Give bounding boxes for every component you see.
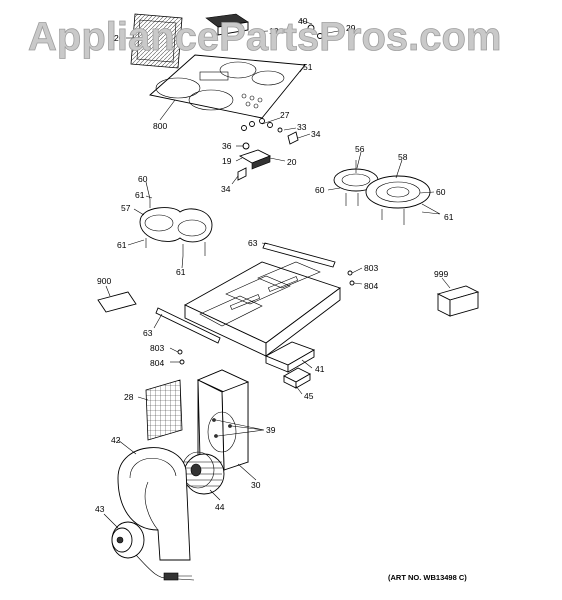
callout-803-lower: 803 bbox=[150, 343, 164, 353]
callout-60-left: 60 bbox=[138, 174, 148, 184]
callout-30: 30 bbox=[251, 480, 261, 490]
callout-61-left-top: 61 bbox=[135, 190, 145, 200]
callout-42: 42 bbox=[111, 435, 121, 445]
burner-element-57 bbox=[139, 199, 213, 256]
control-components bbox=[237, 118, 299, 181]
knob-parts-40-29 bbox=[307, 24, 323, 39]
blower-motor-43 bbox=[111, 521, 195, 581]
callout-999: 999 bbox=[434, 269, 448, 279]
callout-28: 28 bbox=[124, 392, 134, 402]
callout-61-left-middle: 61 bbox=[117, 240, 127, 250]
filter-45 bbox=[283, 367, 311, 389]
callout-labels: 26 12 40 29 51 800 27 33 34 36 19 20 34 … bbox=[95, 16, 454, 514]
callout-63-upper: 63 bbox=[248, 238, 258, 248]
callout-800: 800 bbox=[153, 121, 167, 131]
callout-39: 39 bbox=[266, 425, 276, 435]
callout-34-top: 34 bbox=[311, 129, 321, 139]
callout-804-lower: 804 bbox=[150, 358, 164, 368]
callout-36: 36 bbox=[222, 141, 232, 151]
callout-51: 51 bbox=[303, 62, 313, 72]
callout-41: 41 bbox=[315, 364, 325, 374]
callout-19: 19 bbox=[222, 156, 232, 166]
screws-803-804 bbox=[177, 270, 355, 365]
blower-scroll-42 bbox=[117, 447, 191, 561]
callout-45: 45 bbox=[304, 391, 314, 401]
burner-element-58 bbox=[365, 175, 431, 225]
blower-housing-30 bbox=[196, 369, 250, 471]
callout-56: 56 bbox=[355, 144, 365, 154]
leader-lines bbox=[103, 19, 451, 529]
grille-26 bbox=[130, 13, 183, 69]
burner-box bbox=[184, 261, 341, 357]
art-number: (ART NO. WB13498 C) bbox=[388, 573, 467, 582]
tray-41 bbox=[264, 341, 316, 373]
callout-33: 33 bbox=[297, 122, 307, 132]
trim-strip-63-lower bbox=[155, 307, 221, 344]
callout-58: 58 bbox=[398, 152, 408, 162]
callout-27: 27 bbox=[280, 110, 290, 120]
callout-29: 29 bbox=[346, 23, 356, 33]
trim-strip-63-upper bbox=[262, 242, 336, 268]
callout-803-upper: 803 bbox=[364, 263, 378, 273]
callout-20: 20 bbox=[287, 157, 297, 167]
callout-43: 43 bbox=[95, 504, 105, 514]
callout-57: 57 bbox=[121, 203, 131, 213]
watermark: AppliancePartsPros.com bbox=[28, 15, 502, 59]
screen-28 bbox=[145, 379, 183, 441]
vent-12 bbox=[205, 13, 249, 36]
callout-12: 12 bbox=[269, 26, 279, 36]
callout-26: 26 bbox=[114, 33, 124, 43]
parts-kit-999 bbox=[436, 285, 480, 317]
callout-804-upper: 804 bbox=[364, 281, 378, 291]
callout-61-left-bottom: 61 bbox=[176, 267, 186, 277]
callout-900: 900 bbox=[97, 276, 111, 286]
callout-40: 40 bbox=[298, 16, 308, 26]
callout-44: 44 bbox=[215, 502, 225, 512]
callout-61-right: 61 bbox=[444, 212, 454, 222]
callout-63-lower: 63 bbox=[143, 328, 153, 338]
literature-900 bbox=[97, 291, 137, 313]
callout-60-right: 60 bbox=[436, 187, 446, 197]
callout-34-bottom: 34 bbox=[221, 184, 231, 194]
callout-60-middle: 60 bbox=[315, 185, 325, 195]
